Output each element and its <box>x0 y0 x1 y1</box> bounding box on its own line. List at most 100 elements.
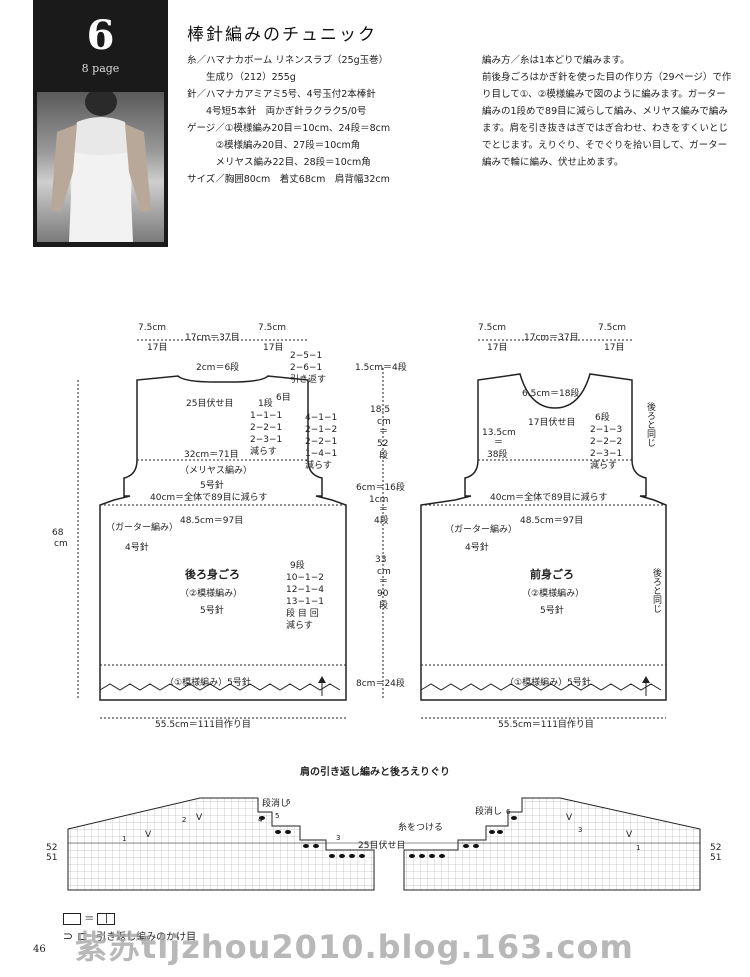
back-piece-name: 後ろ身ごろ <box>185 567 240 581</box>
spec-line: 針／ハマナカアミアミ5号、4号玉付2本棒針 <box>187 89 376 100</box>
back-top-left-cm: 7.5cm <box>138 323 166 333</box>
back-neck-depth: 2cm＝6段 <box>196 361 239 373</box>
chart-bind-25: 25目伏せ目 <box>358 839 405 851</box>
spec-line: 生成り（212）255g <box>187 72 296 83</box>
chart-num: 3 <box>336 834 340 842</box>
scale-3: 6cm＝16段 <box>356 481 405 493</box>
legend-equals: ＝ <box>84 914 95 925</box>
front-same-as-back-2: 後ろと同じ <box>651 567 662 613</box>
front-neck-bind: 17目伏せ目 <box>528 416 575 428</box>
chart-row-52-left: 52 <box>46 843 57 853</box>
legend-yarn-over: 引き返し編みのかけ目 <box>96 932 197 943</box>
front-top-right-st: 17目 <box>604 342 624 353</box>
front-piece-name: 前身ごろ <box>530 567 574 581</box>
front-side-height: 13.5cm <box>482 428 516 438</box>
back-hem-zigzag <box>99 683 341 691</box>
back-top-left-st: 17目 <box>147 342 167 353</box>
back-neck-row: 引き返す <box>290 373 326 385</box>
back-dec-row: 減らす <box>286 619 313 631</box>
svg-text:V: V <box>196 813 203 823</box>
spec-line: メリヤス編み22目、28段＝10cm角 <box>187 157 371 168</box>
spec-line: 4号短5本針 両かぎ針ラクラク5/0号 <box>187 106 367 117</box>
scale-5: 90 <box>377 589 389 599</box>
instructions: 編み方／糸は1本どりで編みます。 前後身ごろはかぎ針を使った目の作り方（29ペー… <box>482 52 750 171</box>
scale-4: 1cm <box>369 495 388 505</box>
back-width-40: 40cm＝全体で89目に減らす <box>150 491 267 503</box>
scale-2: 18.5 <box>370 405 390 415</box>
back-neck-step: 2−3−1 <box>250 435 282 445</box>
back-neck-step: 1−1−1 <box>250 411 282 421</box>
back-arm-step: 2−2−1 <box>305 437 337 447</box>
pattern-number: 6 <box>86 12 115 59</box>
front-pattern-2: （②模様編み） <box>522 587 584 599</box>
instruction-line: 編み方／糸は1本どりで編みます。 <box>482 55 630 66</box>
spec-line: サイズ／胸囲80cm 着丈68cm 肩背幅32cm <box>187 174 390 185</box>
chart-right-region <box>403 797 701 891</box>
front-garter: （ガーター編み） <box>445 523 517 535</box>
yarn-over-symbol: ⊃ ⊏ <box>63 929 87 943</box>
front-width-485: 48.5cm＝97目 <box>520 515 583 526</box>
back-neck-bind: 25目伏せ目 <box>186 397 233 409</box>
front-top-left-st: 17目 <box>487 342 507 353</box>
front-same-as-back: 後ろと同じ <box>645 401 656 447</box>
back-width-485: 48.5cm＝97目 <box>180 515 243 526</box>
scale-6: 8cm＝24段 <box>356 677 405 689</box>
back-garter: （ガーター編み） <box>106 521 178 533</box>
scale-1: 1.5cm＝4段 <box>355 361 407 373</box>
scale-5: ＝ <box>379 577 388 587</box>
scale-5: 33 <box>375 555 386 565</box>
front-hem-zigzag <box>420 683 662 691</box>
instruction-line: ます。肩を引き抜きはぎではぎ合わせ、わきをすくいとじ <box>482 123 729 134</box>
back-dec-row: 13−1−1 <box>286 597 324 607</box>
chart-row-52-right: 52 <box>710 843 721 853</box>
front-top-mid: 17cm＝37目 <box>524 332 579 343</box>
chart-num: 1 <box>636 844 640 852</box>
chart-num: 6 <box>506 808 511 816</box>
front-side-height: 38段 <box>487 448 507 460</box>
back-width-32: 32cm＝71目 <box>184 449 239 460</box>
chart-dankeshi-right: 段消し <box>475 805 502 817</box>
front-side-height: ＝ <box>494 438 503 448</box>
back-height: 68 <box>52 528 64 538</box>
back-needle-5: 5号針 <box>200 479 224 491</box>
instruction-line: 編みで輪に編み、伏せ止めます。 <box>482 157 624 168</box>
front-top-right-cm: 7.5cm <box>598 323 626 333</box>
spec-line: 糸／ハマナカボーム リネンスラブ（25g玉巻） <box>187 55 389 66</box>
spec-line: ゲージ／①模様編み20目＝10cm、24段＝8cm <box>187 123 391 134</box>
scale-2: cm <box>377 417 391 427</box>
chart-num: 4 <box>258 816 263 824</box>
back-stockinette: （メリヤス編み） <box>180 464 252 476</box>
page-reference: 8 page <box>81 62 120 75</box>
legend: ＝ | <box>63 910 116 925</box>
front-pattern-1: （①模様編み）5号針 <box>505 676 591 688</box>
chart-dankeshi-left: 段消し <box>262 797 289 809</box>
front-needle-5: 5号針 <box>540 604 564 616</box>
chart-num: 2 <box>182 816 186 824</box>
svg-text:V: V <box>566 813 573 823</box>
instruction-line: 編みの1段めで89目に減らして編み、メリヤス編みで編み <box>482 106 728 117</box>
watermark: 紫苏tljzhou2010.blog.163.com <box>75 928 634 966</box>
pattern-diagram: 7.5cm 17目 17cm＝37目 7.5cm 17目 2cm＝6段 2−5−… <box>52 323 667 730</box>
back-dec-row: 9段 <box>290 559 305 571</box>
back-dec-row: 10−1−2 <box>286 573 324 583</box>
back-neck-row: 2−6−1 <box>290 363 322 373</box>
scale-2: ＝ <box>379 427 388 437</box>
model-silhouette <box>51 88 151 242</box>
front-neck-step: 2−3−1 <box>590 449 622 459</box>
front-neck-step: 2−2−2 <box>590 437 622 447</box>
back-needle-5b: 5号針 <box>200 604 224 616</box>
back-top-right-cm: 7.5cm <box>258 323 286 333</box>
back-arm-step: 減らす <box>305 459 332 471</box>
back-neck-step: 2−2−1 <box>250 423 282 433</box>
page-number: 46 <box>33 944 46 955</box>
svg-text:V: V <box>626 830 633 840</box>
chart-title: 肩の引き返し編みと後ろえりぐり <box>300 767 450 778</box>
back-neck-step: 1段 <box>258 397 273 409</box>
front-piece-outline <box>420 373 667 701</box>
front-neck-step: 2−1−3 <box>590 425 622 435</box>
chart-num: 6 <box>286 798 291 806</box>
instruction-line: 前後身ごろはかぎ針を使った目の作り方（29ページ）で作 <box>482 72 732 83</box>
front-width-40: 40cm＝全体で89目に減らす <box>490 491 607 503</box>
front-neck-step: 減らす <box>590 459 617 471</box>
page-title: 棒針編みのチュニック <box>187 25 377 45</box>
